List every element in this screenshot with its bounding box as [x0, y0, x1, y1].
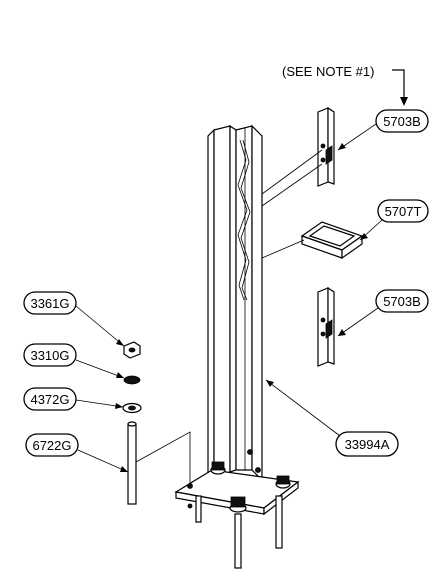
svg-text:6722G: 6722G	[32, 438, 71, 453]
svg-text:33994A: 33994A	[345, 437, 390, 452]
svg-text:5707T: 5707T	[385, 204, 422, 219]
callout-3310g: 3310G	[23, 343, 125, 379]
callout-5703b-bottom: 5703B	[337, 289, 429, 337]
callout-5707t: 5707T	[359, 199, 429, 241]
callout-6722g: 6722G	[25, 433, 129, 473]
bracket-top	[317, 106, 335, 187]
shelf-bracket	[300, 221, 364, 260]
bracket-bottom	[317, 286, 335, 367]
note-arrowhead	[400, 97, 408, 106]
callout-33994a: 33994A	[265, 379, 399, 457]
callout-5703b-top: 5703B	[337, 109, 429, 151]
flat-washer-part	[122, 402, 142, 414]
shelf-connector	[261, 239, 305, 259]
main-post	[207, 124, 263, 486]
svg-text:5703B: 5703B	[383, 114, 421, 129]
callout-4372g: 4372G	[23, 387, 124, 411]
callout-3361g: 3361G	[23, 291, 125, 347]
anchor-rod-part	[127, 421, 137, 505]
nut-part	[123, 341, 141, 359]
anchor-legs	[195, 495, 283, 569]
bracket-top-connector-lower	[261, 163, 323, 207]
svg-text:3361G: 3361G	[30, 296, 69, 311]
rod-to-plate-line	[135, 431, 191, 486]
svg-text:5703B: 5703B	[383, 294, 421, 309]
see-note-label: (SEE NOTE #1)	[282, 64, 374, 79]
lock-washer-part	[123, 375, 141, 385]
note-leader	[392, 69, 405, 100]
svg-text:4372G: 4372G	[30, 392, 69, 407]
bracket-top-connector	[261, 149, 323, 195]
svg-text:3310G: 3310G	[30, 348, 69, 363]
